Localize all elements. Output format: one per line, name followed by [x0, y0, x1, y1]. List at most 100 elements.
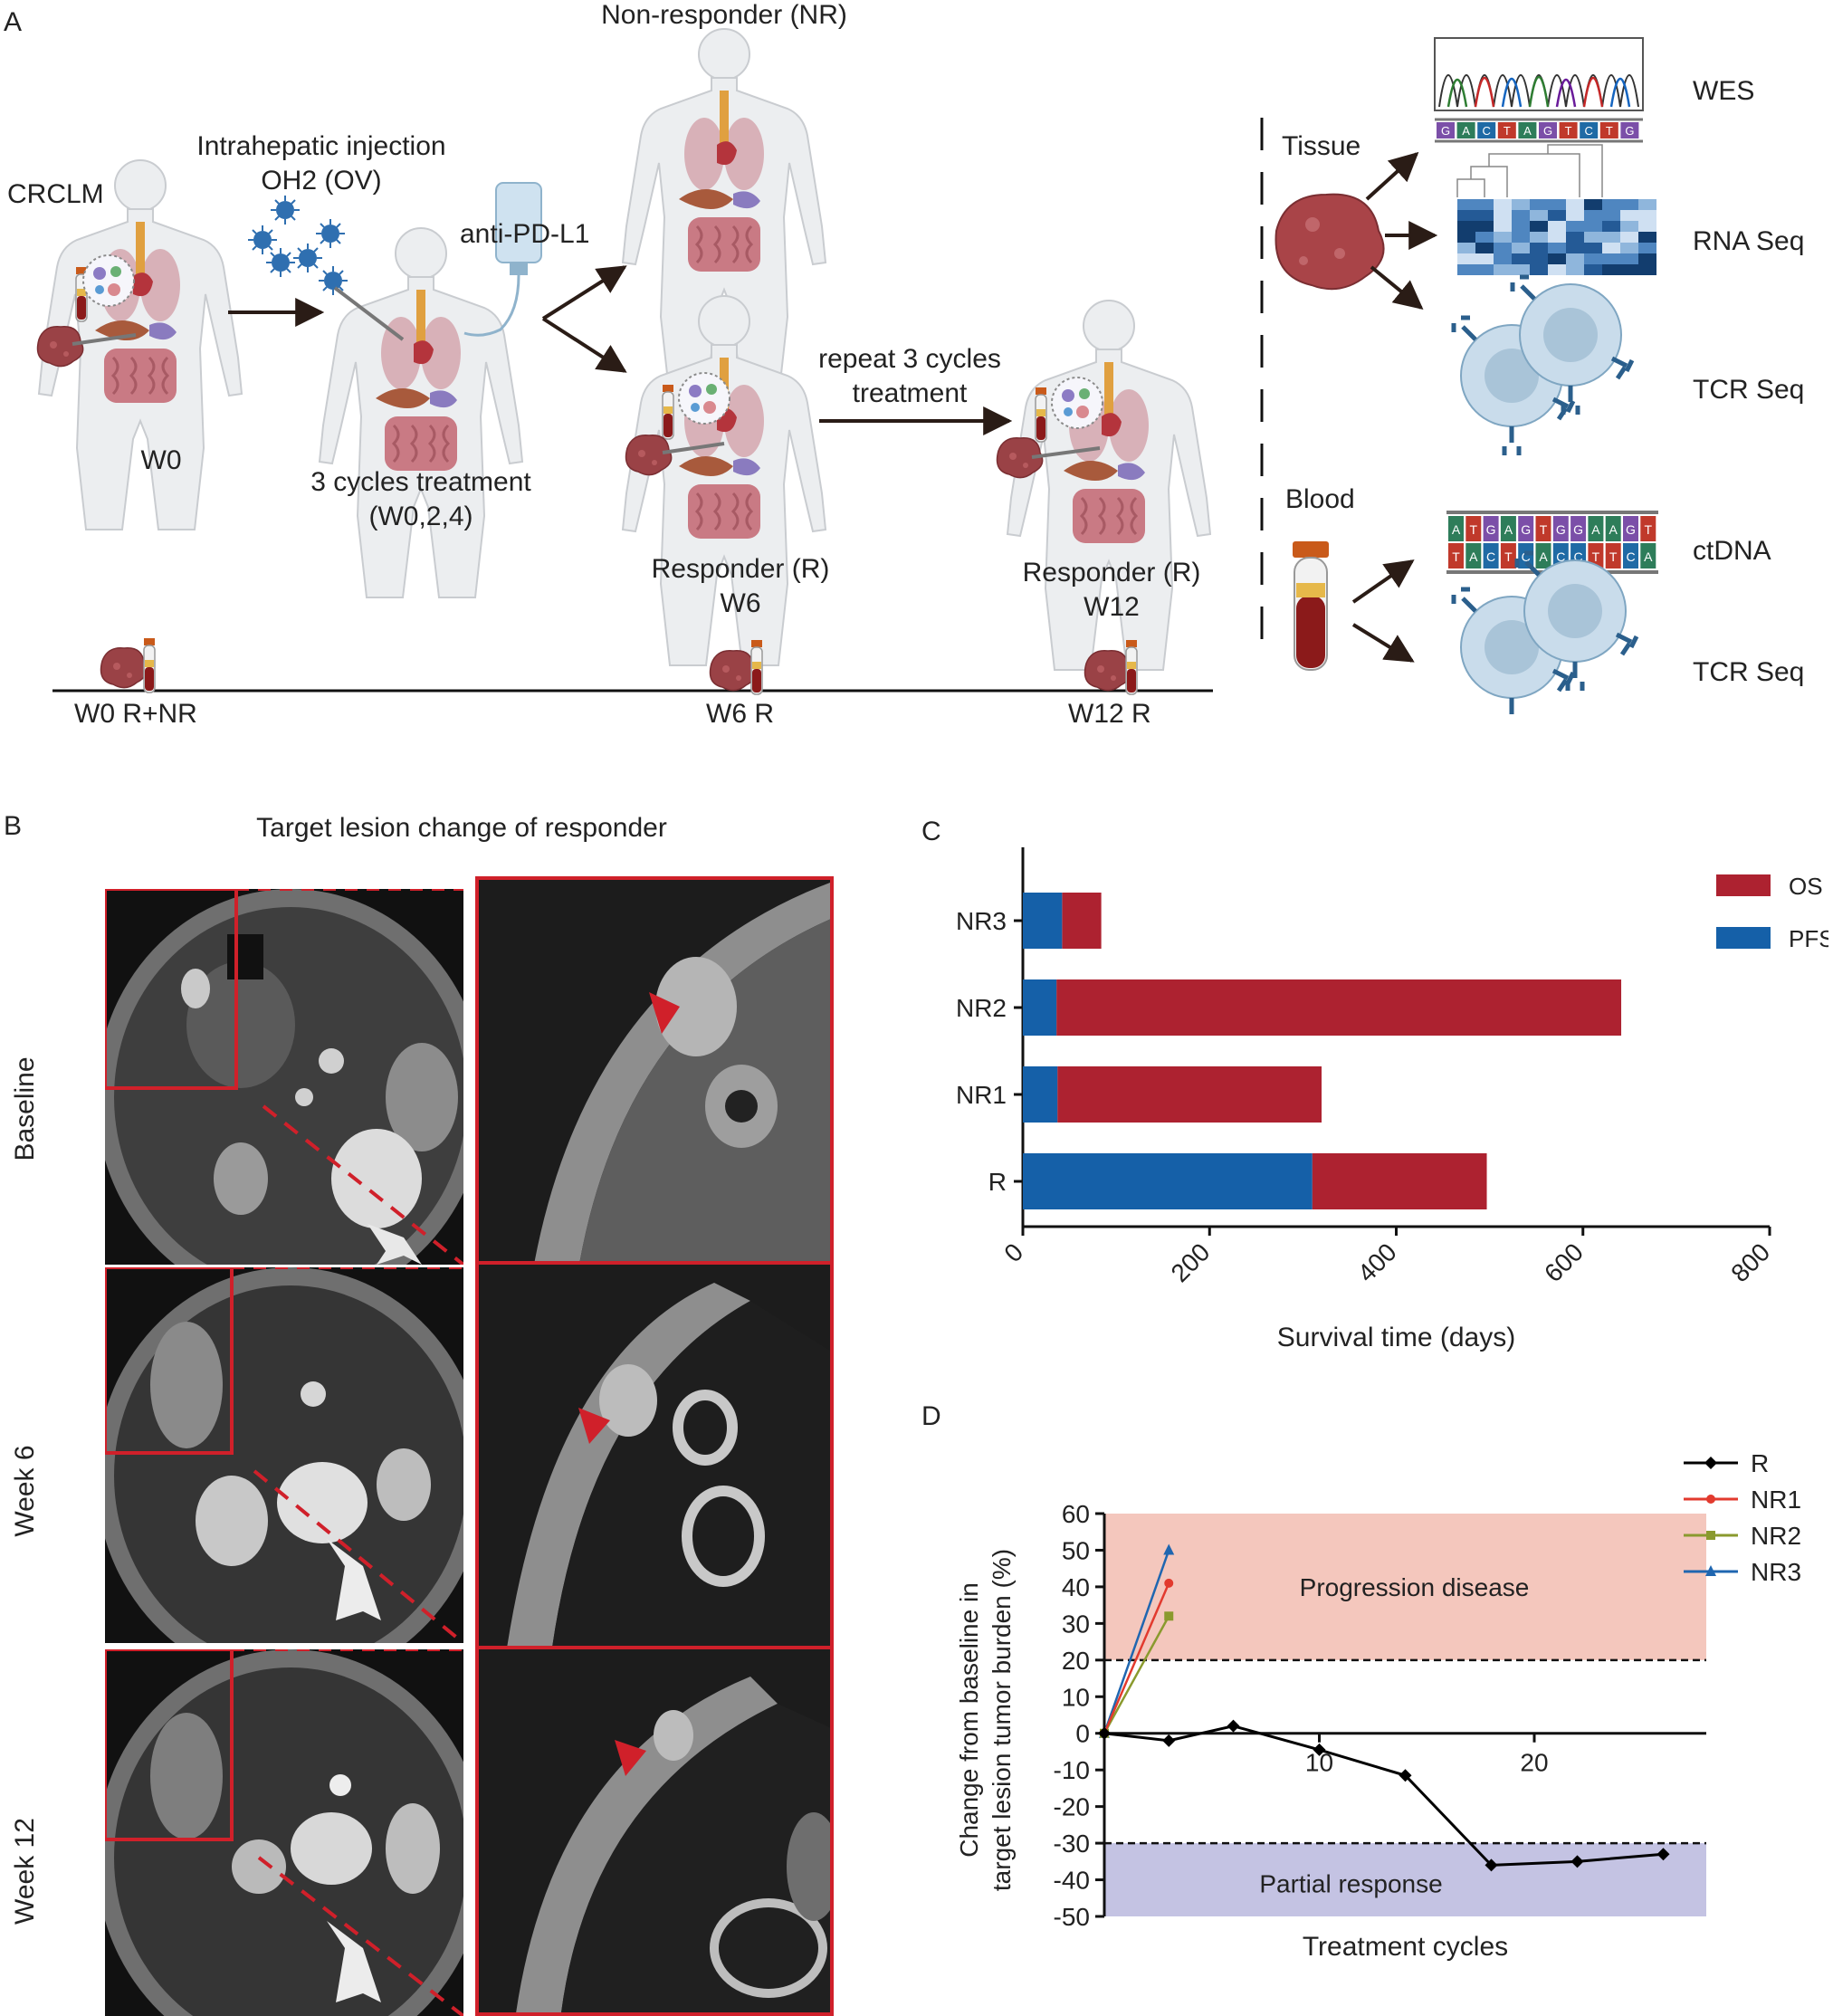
- responder-w12-label-line1: Responder (R): [1022, 558, 1201, 588]
- legend-label-nr3: NR3: [1751, 1558, 1801, 1586]
- heatmap-cell: [1638, 221, 1656, 232]
- heatmap-cell: [1602, 199, 1620, 210]
- heatmap-cell: [1530, 221, 1548, 232]
- heatmap-cell: [1512, 243, 1530, 253]
- heatmap-cell: [1620, 221, 1638, 232]
- ctdna-base-block-top: [1552, 516, 1569, 541]
- heatmap-cell: [1512, 264, 1530, 275]
- wes-base-block: [1477, 122, 1496, 139]
- heatmap-cell: [1584, 210, 1602, 221]
- heatmap-cell: [1530, 199, 1548, 210]
- wes-base-letter: G: [1625, 124, 1634, 138]
- ctdna-base-letter-bottom: C: [1626, 549, 1635, 564]
- heatmap-cell: [1475, 210, 1494, 221]
- legend-swatch-os: [1716, 874, 1771, 896]
- wes-base-letter: C: [1483, 124, 1491, 138]
- wes-base-block: [1620, 122, 1639, 139]
- heatmap-cell: [1548, 232, 1566, 243]
- ct-zoom-baseline: [475, 876, 834, 1266]
- panel-letter-b: B: [4, 811, 23, 841]
- heatmap-cell: [1602, 253, 1620, 264]
- heatmap-cell: [1602, 210, 1620, 221]
- heatmap-cell: [1566, 232, 1584, 243]
- point-r: [1313, 1743, 1326, 1756]
- y-tick-label-d: 30: [1062, 1610, 1090, 1638]
- heatmap-cell: [1620, 232, 1638, 243]
- heatmap-cell: [1602, 221, 1620, 232]
- treatment-schematic: [36, 27, 1213, 695]
- timeline-label-w12: W12 R: [1068, 699, 1151, 729]
- wes-base-letter: G: [1543, 124, 1552, 138]
- wes-base-letter: A: [1462, 124, 1470, 138]
- human-figure-treatment: [318, 226, 524, 599]
- point-r: [1162, 1734, 1176, 1747]
- anti-pdl1-label: anti-PD-L1: [460, 219, 590, 249]
- tissue-tumor-icon: [1275, 193, 1385, 291]
- heatmap-cell: [1548, 243, 1566, 253]
- heatmap-cell: [1620, 199, 1638, 210]
- blood-tube-icon: [1293, 541, 1329, 671]
- point-nr2: [1164, 1611, 1174, 1621]
- series-line-r: [1103, 1725, 1664, 1867]
- ct-zoom-week12: [475, 1646, 834, 2016]
- heatmap-cell: [1566, 243, 1584, 253]
- y-tick-label-d: 40: [1062, 1573, 1090, 1601]
- heatmap-cell: [1494, 199, 1512, 210]
- ct-scan-baseline-axial: [105, 889, 463, 1265]
- heatmap-cell: [1620, 243, 1638, 253]
- ctdna-base-letter-top: T: [1470, 522, 1478, 537]
- wes-base-letter: T: [1565, 124, 1572, 138]
- heatmap-cell: [1566, 264, 1584, 275]
- heatmap-cell: [1475, 221, 1494, 232]
- ctdna-base-letter-top: G: [1486, 522, 1496, 537]
- row-label-week12: Week 12: [10, 1818, 40, 1925]
- ctdna-base-block-bottom: [1483, 543, 1499, 568]
- heatmap-cell: [1638, 199, 1656, 210]
- responder-w6-label-line1: Responder (R): [651, 554, 830, 584]
- wes-base-letter: T: [1606, 124, 1613, 138]
- heatmap-cell: [1584, 253, 1602, 264]
- bar-os-nr2: [1056, 979, 1622, 1036]
- ctdna-base-block-top: [1570, 516, 1587, 541]
- legend-label-r: R: [1751, 1449, 1769, 1477]
- timeline-label-w6: W6 R: [706, 699, 774, 729]
- heatmap-cell: [1548, 221, 1566, 232]
- row-label-week6: Week 6: [10, 1445, 40, 1537]
- panel-letter-a: A: [4, 7, 23, 37]
- wes-base-letter: C: [1585, 124, 1593, 138]
- y-tick-label-d: 50: [1062, 1536, 1090, 1564]
- x-tick-label-c: 0: [998, 1237, 1028, 1267]
- heatmap-cell: [1638, 253, 1656, 264]
- y-tick-label-d: 0: [1075, 1720, 1090, 1748]
- ctdna-base-block-top: [1605, 516, 1621, 541]
- ctdna-base-block-top: [1640, 516, 1656, 541]
- series-line-nr1: [1103, 1582, 1170, 1734]
- point-nr1: [1164, 1578, 1174, 1588]
- assay-tcr-seq-blood: TCR Seq: [1693, 657, 1805, 687]
- bar-pfs-r: [1023, 1153, 1313, 1209]
- heatmap-cell: [1475, 243, 1494, 253]
- ctdna-base-letter-top: T: [1645, 522, 1653, 537]
- panel-letter-d: D: [921, 1401, 941, 1431]
- heatmap-cell: [1457, 243, 1475, 253]
- ct-scan-week6-axial: [105, 1267, 463, 1643]
- wes-base-block: [1539, 122, 1557, 139]
- region-label-progression: Progression disease: [1300, 1573, 1530, 1601]
- point-r: [1227, 1719, 1240, 1733]
- ctdna-base-block-bottom: [1623, 543, 1638, 568]
- w0-label: W0: [140, 445, 182, 475]
- ctdna-base-block-top: [1535, 516, 1551, 541]
- category-label-nr3: NR3: [956, 907, 1007, 935]
- series-line-nr2: [1103, 1615, 1170, 1734]
- heatmap-cell: [1548, 199, 1566, 210]
- heatmap-cell: [1457, 199, 1475, 210]
- category-label-nr1: NR1: [956, 1081, 1007, 1109]
- heatmap-cell: [1620, 253, 1638, 264]
- ctdna-base-letter-top: G: [1556, 522, 1566, 537]
- x-tick-label-c: 800: [1725, 1237, 1775, 1287]
- heatmap-cell: [1475, 199, 1494, 210]
- tissue-label: Tissue: [1282, 131, 1361, 161]
- y-tick-label-d: 20: [1062, 1647, 1090, 1675]
- bar-os-r: [1312, 1153, 1487, 1209]
